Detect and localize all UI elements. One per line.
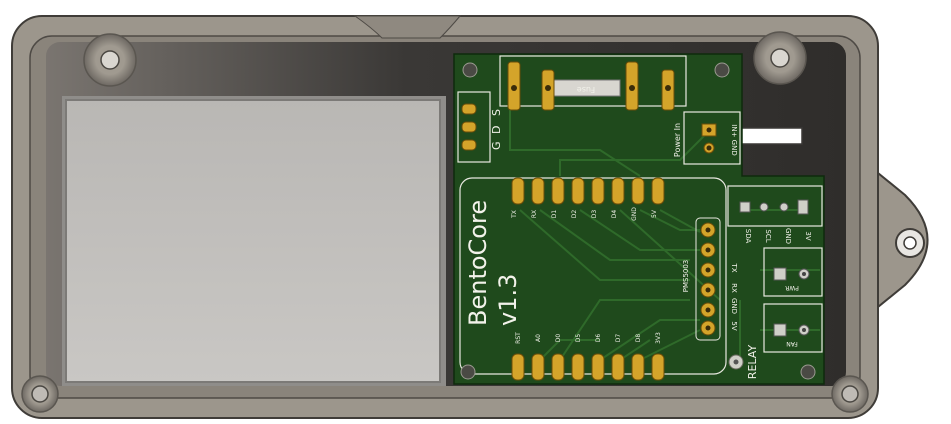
top-pin-label: D1 [551, 210, 558, 219]
pcb-mount-hole-icon [460, 364, 476, 380]
servo-pin-label: G [490, 141, 503, 150]
i2c-connector [727, 185, 823, 227]
top-pin-header [511, 177, 665, 205]
relay-pad-hole-icon [733, 359, 739, 365]
i2c-pin-label: SDA [744, 229, 752, 244]
bottom-pin-label: RST [515, 332, 522, 344]
screw-hole-icon [841, 385, 859, 403]
screw-hole-icon [770, 48, 790, 68]
pcb-board: Fuse Power In IN+ GND G D S [453, 53, 825, 385]
top-pin-label: RX [531, 210, 538, 218]
power-in-label: Power In [673, 123, 682, 157]
top-pin-label: GND [631, 207, 638, 221]
screw-bosses [21, 31, 925, 413]
top-pin-label: D3 [591, 210, 598, 219]
pwr-connector-label: PWR [785, 284, 799, 291]
i2c-pin-label: GND [784, 228, 792, 244]
cable-slot [739, 127, 803, 145]
i2c-pin-label: SCL [764, 229, 772, 242]
servo-pin-label: D [490, 126, 503, 134]
board-name: BentoCore [464, 200, 492, 326]
pwr-connector [763, 247, 823, 297]
fan-connector [763, 303, 823, 353]
bottom-pin-label: D6 [595, 334, 602, 343]
pms-pin-label: TX [730, 262, 738, 272]
fan-connector-label: FAN [786, 340, 798, 347]
power-in-connector [683, 111, 741, 165]
pcb-mount-hole-icon [800, 364, 816, 380]
bottom-pin-label: D7 [615, 334, 622, 343]
board-version: v1.3 [494, 274, 522, 326]
pcb-mount-hole-icon [714, 62, 730, 78]
top-pin-label: 5V [651, 209, 658, 218]
bottom-pin-label: D0 [555, 334, 562, 343]
bottom-pin-label: D5 [575, 334, 582, 343]
fuse-label: Fuse [577, 85, 595, 94]
bottom-pin-label: 3V3 [655, 332, 662, 344]
top-notch [353, 15, 462, 39]
servo-header [457, 91, 491, 163]
power-in-header-label: IN+ GND [730, 124, 738, 155]
relay-label: RELAY [746, 345, 759, 380]
pms5003-header [695, 217, 721, 341]
i2c-pin-label: 3V [804, 231, 812, 240]
top-pin-label: TX [511, 210, 518, 219]
servo-pin-label: S [490, 109, 503, 116]
screw-hole-icon [100, 50, 120, 70]
ear-hole-inner-icon [903, 236, 917, 250]
top-pin-label: D2 [571, 210, 578, 219]
fuse-holder [499, 55, 687, 111]
pcb-mount-hole-icon [462, 62, 478, 78]
pms-pin-label: RX [730, 283, 738, 293]
bottom-pin-label: D8 [635, 334, 642, 343]
top-pin-label: D4 [611, 210, 618, 219]
bottom-pin-label: A0 [535, 334, 542, 342]
pms5003-label: PMS5003 [682, 260, 690, 293]
battery-pack [62, 96, 446, 386]
pms-pin-label: 5V [730, 321, 738, 330]
pms-pin-label: GND [730, 298, 738, 314]
screw-hole-icon [31, 385, 49, 403]
bottom-pin-header [511, 353, 665, 381]
